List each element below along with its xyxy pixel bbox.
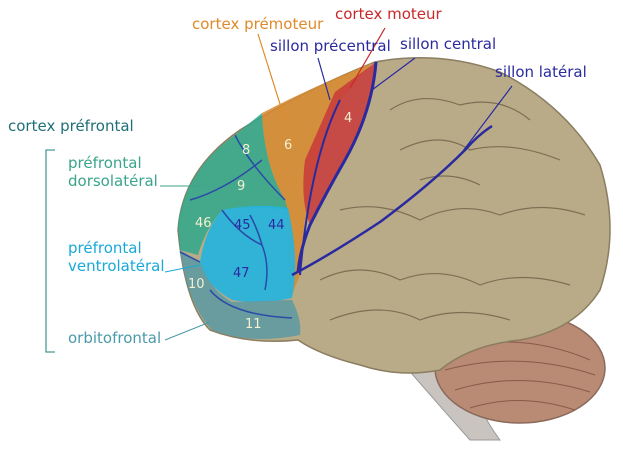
lateral-sulcus-line [291,124,493,277]
area-44: 44 [268,218,285,233]
area-6: 6 [284,138,293,153]
ventrolateral-region [200,205,296,303]
dorsolateral-region [178,113,288,255]
label-premotor-cortex: cortex prémoteur [192,15,324,33]
label-dorsolateral-2: dorsolatéral [68,172,158,190]
area-46: 46 [195,216,212,231]
label-lateral-sulcus: sillon latéral [495,63,587,81]
area-9: 9 [237,179,246,194]
area-45: 45 [234,218,251,233]
area-11: 11 [245,317,262,332]
precentral-sulcus-line [299,99,341,276]
label-central-sulcus: sillon central [400,35,497,53]
label-ventrolateral-2: ventrolatéral [68,257,165,275]
label-ventrolateral-1: préfrontal [68,239,142,257]
label-orbitofrontal: orbitofrontal [68,329,162,347]
area-10: 10 [188,277,205,292]
motor-cortex-region [303,62,376,225]
area-47: 47 [233,266,250,281]
prefrontal-bracket [45,149,55,353]
area-4: 4 [344,111,353,126]
area-8: 8 [242,143,251,158]
label-prefrontal-cortex: cortex préfrontal [8,117,134,135]
label-precentral-sulcus: sillon précentral [270,37,391,55]
label-dorsolateral-1: préfrontal [68,154,142,172]
label-motor-cortex: cortex moteur [335,5,442,23]
